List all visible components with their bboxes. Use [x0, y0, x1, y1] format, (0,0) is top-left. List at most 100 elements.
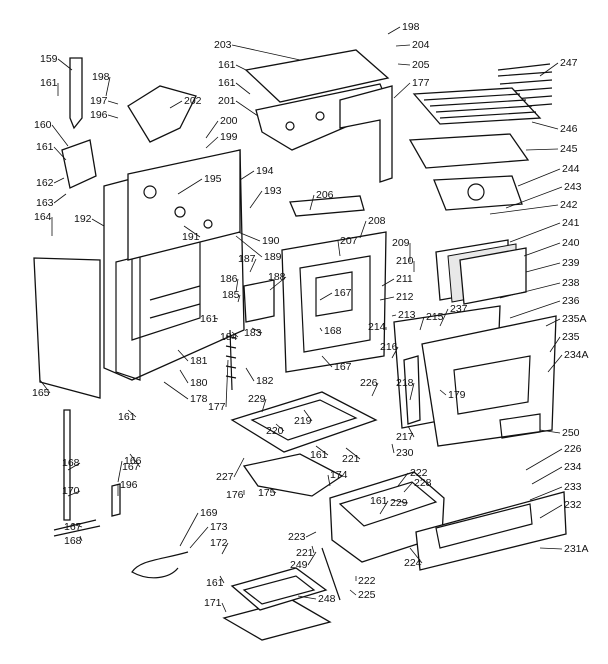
callout-leader-line — [91, 218, 105, 227]
part-drawer-rod — [321, 547, 341, 601]
callout-part-number: 206 — [316, 189, 334, 201]
callout-leader-line — [319, 292, 333, 301]
callout-leader-line — [249, 258, 257, 273]
callout-part-number: 229 — [248, 393, 266, 405]
callout-leader-line — [219, 575, 225, 584]
callout-leader-line — [409, 547, 423, 564]
callout-part-number: 161 — [206, 577, 224, 589]
callout-leader-line — [309, 194, 315, 211]
callout-leader-line — [57, 58, 73, 71]
callout-part-number: 177 — [208, 401, 226, 413]
part-oven-rack — [412, 87, 542, 125]
callout-part-number: 203 — [214, 39, 232, 51]
callout-leader-line — [419, 316, 425, 331]
callout-leader-line — [525, 448, 563, 471]
callout-leader-line — [53, 146, 67, 161]
callout-leader-line — [177, 178, 203, 195]
part-drawer-front — [415, 491, 567, 571]
callout-part-number: 168 — [324, 325, 342, 337]
callout-leader-line — [509, 300, 561, 319]
callout-part-number: 237 — [450, 303, 468, 315]
callout-part-number: 211 — [396, 273, 413, 285]
callout-leader-line — [393, 82, 411, 99]
callout-leader-line — [275, 423, 285, 432]
callout-leader-line — [387, 26, 401, 35]
callout-part-number: 177 — [412, 77, 430, 89]
callout-leader-line — [525, 262, 561, 273]
callout-leader-line — [251, 327, 263, 334]
callout-part-number: 202 — [184, 95, 202, 107]
callout-part-number: 164 — [34, 211, 52, 223]
callout-part-number: 159 — [40, 53, 58, 65]
callout-leader-line — [235, 64, 247, 71]
callout-part-number: 181 — [190, 355, 208, 367]
callout-part-number: 184 — [220, 331, 238, 343]
callout-part-number: 223 — [288, 531, 306, 543]
callout-part-number: 196 — [120, 479, 138, 491]
callout-part-number: 161 — [118, 411, 136, 423]
callout-part-number: 178 — [190, 393, 208, 405]
part-door-spring — [225, 329, 237, 391]
callout-leader-line — [391, 499, 409, 504]
callout-leader-line — [163, 381, 189, 400]
callout-part-number: 187 — [238, 253, 256, 265]
callout-part-number: 226 — [360, 377, 378, 389]
callout-leader-line — [305, 531, 317, 538]
callout-part-number: 207 — [340, 235, 358, 247]
callout-part-number: 161 — [218, 77, 236, 89]
callout-leader-line — [349, 589, 357, 596]
callout-leader-line — [303, 409, 313, 422]
callout-leader-line — [409, 382, 415, 401]
callout-part-number: 182 — [256, 375, 274, 387]
callout-part-number: 161 — [40, 77, 58, 89]
part-leg-bolt — [111, 483, 121, 517]
callout-leader-line — [179, 369, 189, 384]
callout-part-number: 172 — [210, 537, 228, 549]
callout-leader-line — [379, 296, 395, 301]
callout-part-number: 193 — [264, 185, 282, 197]
callout-leader-line — [53, 193, 67, 204]
callout-part-number: 170 — [62, 485, 80, 497]
callout-leader-line — [545, 318, 561, 327]
callout-leader-line — [531, 466, 563, 485]
callout-leader-line — [189, 526, 209, 549]
callout-leader-line — [239, 170, 255, 181]
part-cabinet-wrapper — [339, 85, 393, 183]
callout-leader-line — [79, 535, 83, 542]
callout-part-number: 167 — [64, 521, 82, 533]
callout-part-number: 167 — [334, 361, 352, 373]
callout-leader-line — [117, 460, 123, 483]
callout-leader-line — [261, 398, 267, 413]
callout-leader-line — [221, 602, 227, 613]
callout-leader-line — [531, 121, 559, 130]
callout-part-number: 220 — [266, 425, 284, 437]
callout-part-number: 228 — [414, 477, 432, 489]
callout-part-number: 161 — [370, 495, 388, 507]
callout-leader-line — [439, 308, 449, 327]
callout-leader-line — [249, 190, 263, 209]
part-side-trim — [69, 57, 83, 130]
callout-part-number: 190 — [262, 235, 280, 247]
part-thermostat — [243, 279, 275, 323]
callout-leader-line — [407, 425, 415, 438]
callout-part-number: 217 — [396, 431, 414, 443]
callout-part-number: 216 — [380, 341, 398, 353]
callout-leader-line — [39, 379, 51, 394]
callout-leader-line — [391, 346, 399, 359]
callout-leader-line — [397, 472, 409, 487]
callout-leader-line — [169, 100, 183, 109]
callout-leader-line — [177, 349, 189, 362]
callout-part-number: 212 — [396, 291, 414, 303]
part-back-panel — [127, 149, 241, 261]
callout-leader-line — [381, 278, 395, 287]
callout-part-number: 198 — [92, 71, 110, 83]
callout-part-number: 169 — [200, 507, 218, 519]
callout-part-number: 197 — [90, 95, 108, 107]
callout-leader-line — [233, 457, 245, 478]
part-power-cord — [131, 551, 189, 579]
callout-part-number: 173 — [210, 521, 228, 533]
callout-part-number: 232 — [564, 499, 582, 511]
callout-part-number: 162 — [36, 177, 54, 189]
callout-leader-line — [391, 443, 395, 454]
